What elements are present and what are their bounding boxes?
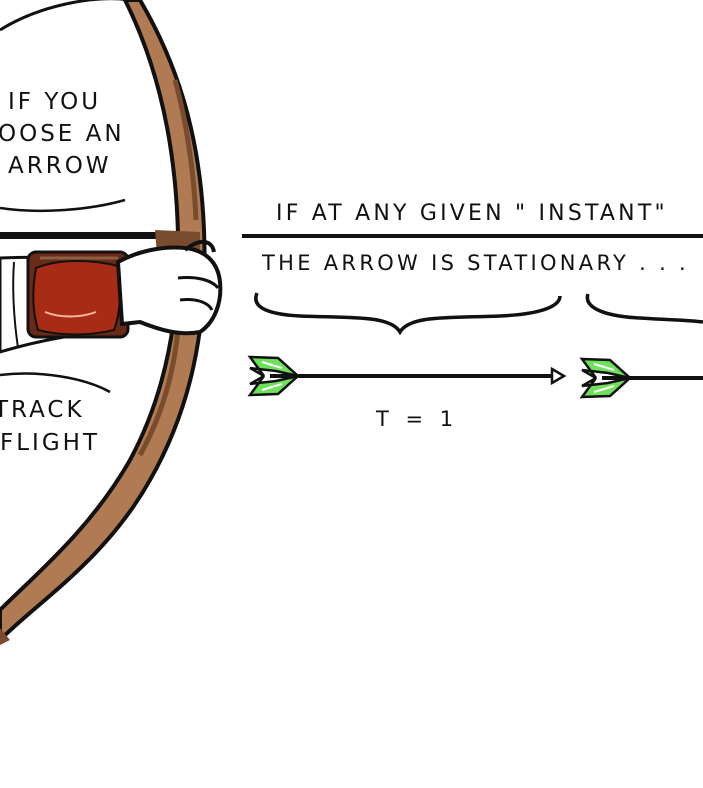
nocked-arrow-shaft	[0, 232, 165, 239]
arrow-icon-2	[579, 357, 703, 399]
caption-bottom-line1: TRACK	[0, 397, 85, 423]
arrow-icon	[247, 355, 567, 397]
speech-bubble-bottom	[0, 372, 111, 394]
header-line1: IF AT ANY GIVEN " INSTANT"	[276, 201, 668, 226]
hand-icon	[115, 240, 223, 336]
time-label: T = 1	[376, 407, 459, 431]
speech-bubble-top-bottom	[0, 198, 126, 213]
speech-bubble-top	[0, 0, 130, 32]
header-line2: THE ARROW IS STATIONARY . . .	[262, 251, 689, 275]
caption-top-line3: ARROW	[8, 153, 112, 179]
brace-icon-2	[585, 293, 703, 324]
brace-icon	[254, 292, 562, 336]
caption-bottom-line2: FLIGHT	[0, 430, 100, 456]
bracer-icon	[26, 250, 130, 339]
caption-top-line2: OOSE AN	[0, 121, 125, 147]
caption-top-line1: IF YOU	[8, 89, 102, 115]
